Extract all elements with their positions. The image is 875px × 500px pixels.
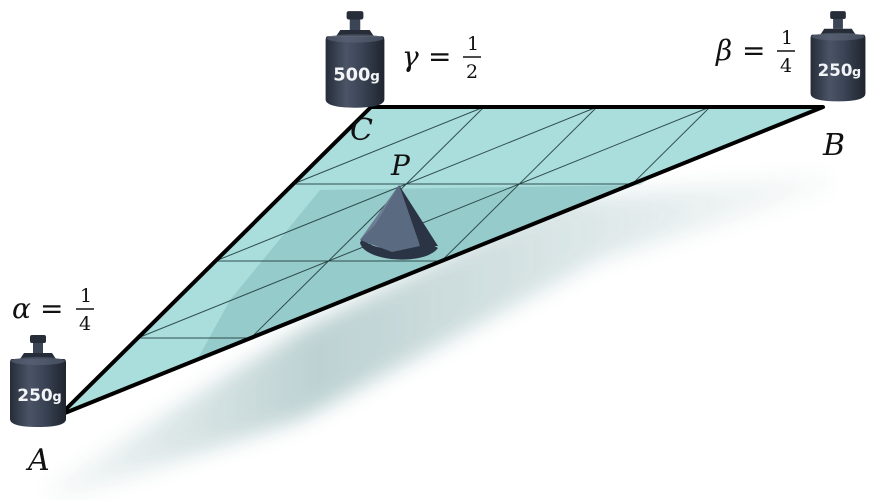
weight-neck xyxy=(833,19,843,29)
vertex-label-b: B xyxy=(822,128,845,163)
coef-gamma-den: 2 xyxy=(466,61,478,83)
coef-beta-equals: = xyxy=(742,34,765,67)
coef-gamma-symbol: γ xyxy=(402,40,419,73)
cone-face-front xyxy=(360,185,420,252)
weight-mass-label: 250 xyxy=(17,386,53,406)
plate-shadow xyxy=(40,172,830,500)
weight-top-rim xyxy=(811,32,865,41)
grid-line xyxy=(250,106,485,339)
weight-body xyxy=(810,34,866,102)
coef-alpha-den: 4 xyxy=(79,313,91,335)
coef-gamma-equals: = xyxy=(428,40,451,73)
weight-neck xyxy=(349,19,361,31)
weight-unit-label: g xyxy=(370,68,380,84)
cone-face-left xyxy=(360,185,399,240)
weight-top-rim xyxy=(326,34,384,43)
weight-unit-label: g xyxy=(52,390,61,405)
weight-knob xyxy=(346,11,364,20)
triangle-edge xyxy=(58,105,825,417)
plate-grid xyxy=(137,106,711,339)
weight-mass-label: 250 xyxy=(818,61,853,80)
weight-body xyxy=(10,359,66,427)
grid-line xyxy=(293,106,485,185)
cone-pivot-icon xyxy=(360,185,438,260)
cone-face-side xyxy=(399,185,438,246)
coef-alpha-symbol: α xyxy=(12,292,31,325)
vertex-label-a: A xyxy=(25,443,50,478)
weight-neck xyxy=(33,343,43,353)
point-label-p: P xyxy=(390,149,411,182)
grid-line xyxy=(631,106,711,185)
weight-unit-label: g xyxy=(852,65,861,80)
coef-beta-num: 1 xyxy=(781,27,793,49)
vertex-label-c: C xyxy=(350,113,373,148)
weight-body xyxy=(325,36,385,108)
coef-beta-symbol: β xyxy=(715,34,732,67)
weight-mass-label: 500 xyxy=(333,64,370,85)
coef-alpha-equals: = xyxy=(40,292,63,325)
weight-top-rim xyxy=(11,357,65,365)
coef-beta-den: 4 xyxy=(780,55,792,77)
coef-beta: β = 1 4 xyxy=(715,27,795,77)
weight-knob xyxy=(830,11,846,19)
coef-alpha-num: 1 xyxy=(80,285,92,307)
coef-alpha: α = 1 4 xyxy=(12,285,94,335)
grid-line xyxy=(137,106,711,339)
coef-gamma-num: 1 xyxy=(467,33,479,55)
weight-knob xyxy=(30,335,46,343)
coef-gamma: γ = 1 2 xyxy=(402,33,481,83)
